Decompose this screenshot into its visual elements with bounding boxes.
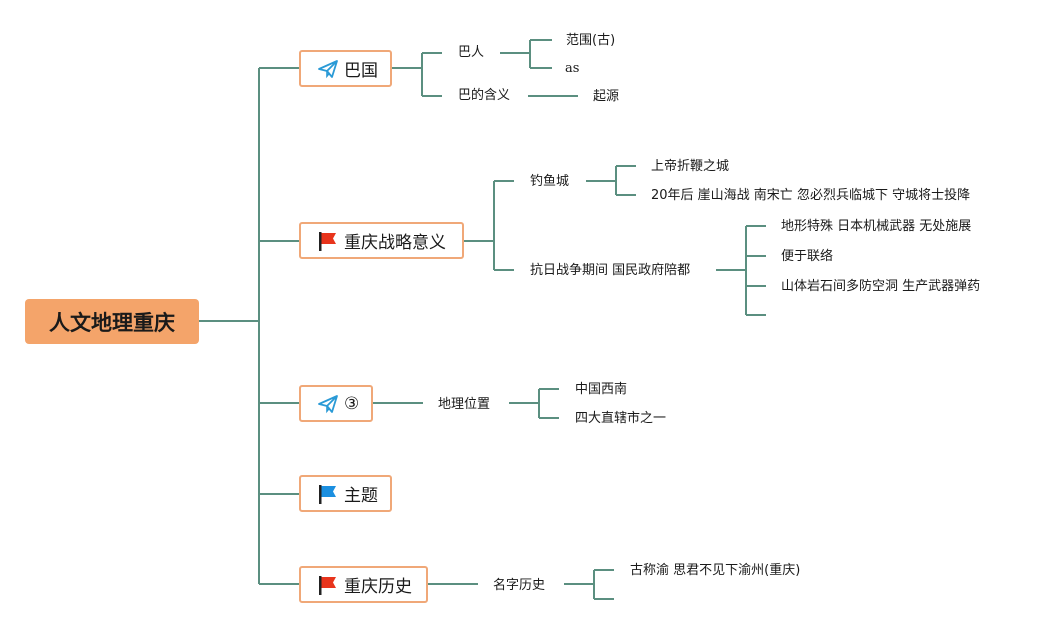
leaf-node[interactable]: 山体岩石间多防空洞 生产武器弹药	[781, 279, 981, 294]
topic-baguo[interactable]: 巴国	[299, 50, 392, 87]
leaf-node[interactable]: 古称渝 思君不见下渝州(重庆)	[630, 563, 801, 578]
topic-label: 重庆战略意义	[344, 233, 446, 253]
subtopic-location[interactable]: 地理位置	[438, 397, 491, 412]
topic-theme[interactable]: 主题	[299, 475, 392, 512]
root-label: 人文地理重庆	[49, 310, 175, 335]
red-flag-icon	[317, 574, 339, 596]
leaf-node[interactable]: 上帝折鞭之城	[651, 159, 730, 174]
subtopic-ba-ren[interactable]: 巴人	[458, 45, 485, 60]
root-topic[interactable]: 人文地理重庆	[25, 299, 199, 344]
topic-label: 主题	[344, 486, 378, 506]
leaf-node[interactable]: 起源	[593, 89, 620, 104]
topic-third[interactable]: ③	[299, 385, 373, 422]
red-flag-icon	[317, 230, 339, 252]
leaf-node[interactable]: 地形特殊 日本机械武器 无处施展	[781, 219, 972, 234]
topic-label: 重庆历史	[344, 577, 412, 597]
subtopic-war[interactable]: 抗日战争期间 国民政府陪都	[530, 263, 691, 278]
leaf-node[interactable]: 范围(古)	[566, 33, 616, 48]
leaf-node[interactable]: 四大直辖市之一	[575, 411, 667, 426]
leaf-node[interactable]: 20年后 崖山海战 南宋亡 忽必烈兵临城下 守城将士投降	[651, 188, 971, 203]
leaf-node[interactable]: 中国西南	[575, 382, 628, 397]
paper-plane-icon	[317, 393, 339, 415]
paper-plane-icon	[317, 58, 339, 80]
subtopic-name-history[interactable]: 名字历史	[493, 578, 546, 593]
topic-strategic[interactable]: 重庆战略意义	[299, 222, 464, 259]
leaf-node[interactable]: as	[565, 61, 580, 76]
subtopic-ba-meaning[interactable]: 巴的含义	[458, 88, 511, 103]
topic-label: 巴国	[344, 61, 378, 81]
subtopic-diaoyu[interactable]: 钓鱼城	[530, 174, 570, 189]
leaf-node[interactable]: 便于联络	[781, 249, 834, 264]
blue-flag-icon	[317, 483, 339, 505]
topic-history[interactable]: 重庆历史	[299, 566, 428, 603]
topic-label: ③	[344, 393, 360, 414]
